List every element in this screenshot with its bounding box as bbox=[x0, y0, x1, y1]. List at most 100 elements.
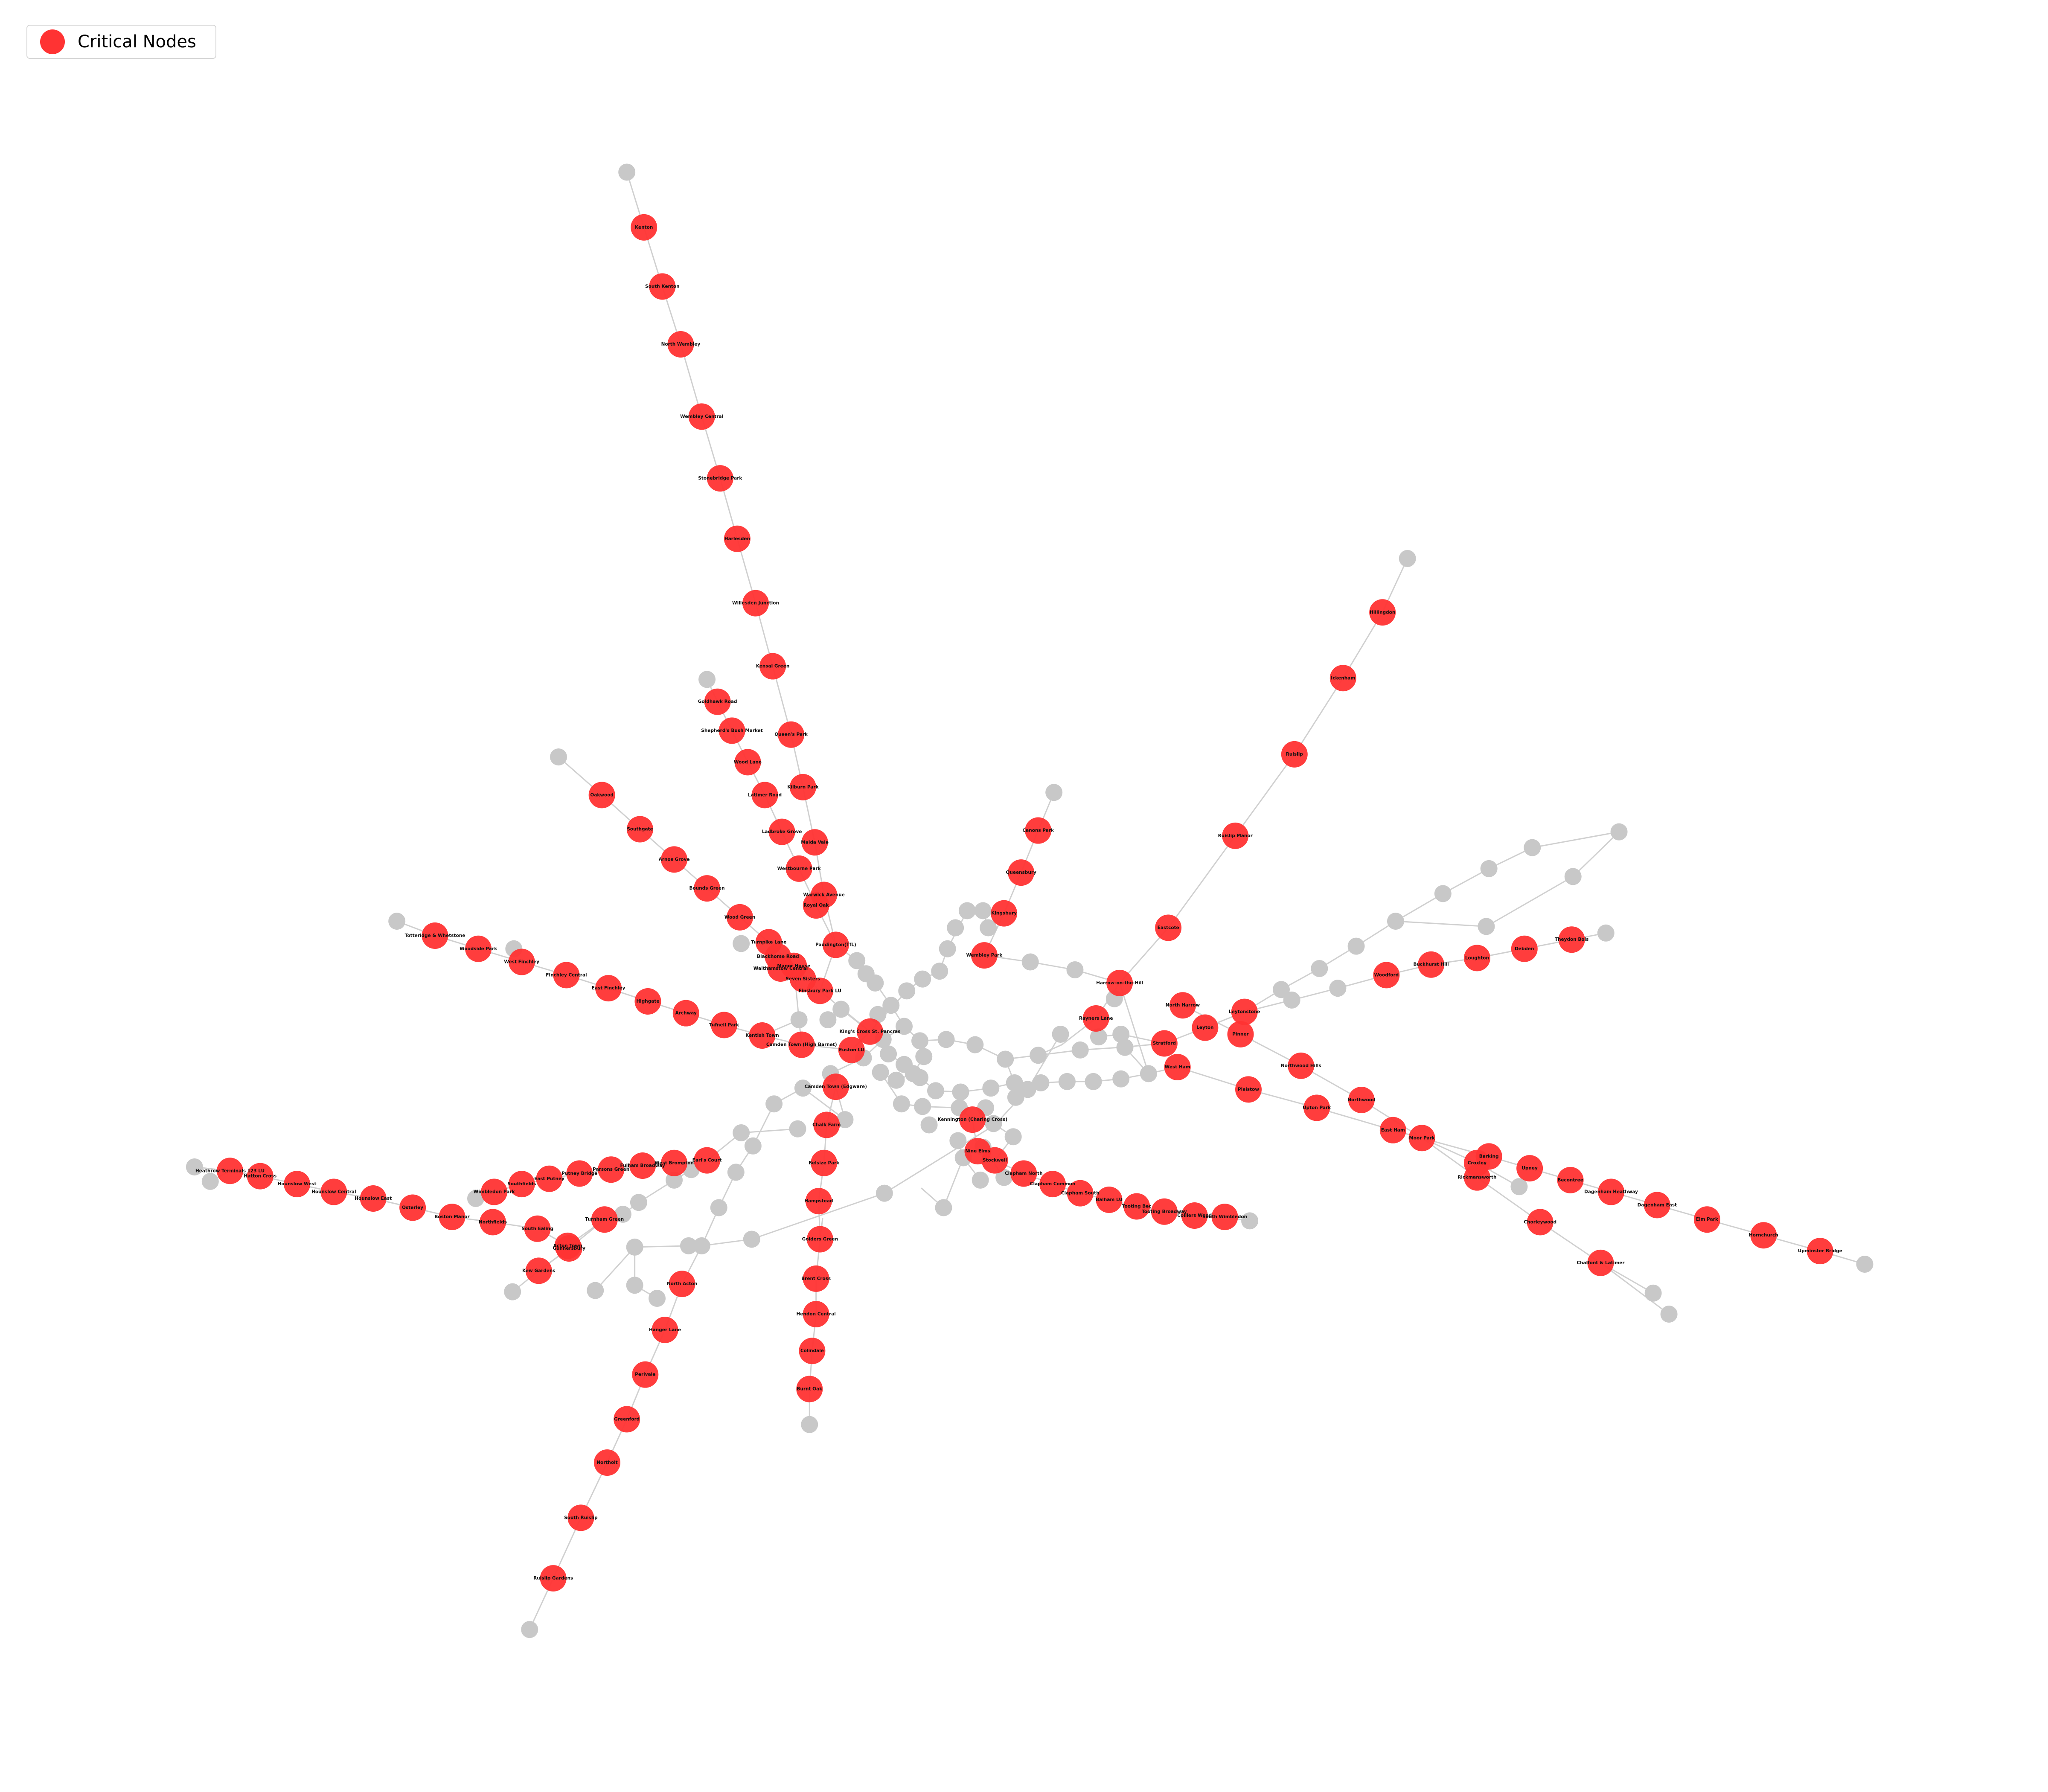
node-label: Euston LU bbox=[839, 1047, 864, 1053]
critical-node bbox=[959, 1106, 986, 1133]
critical-node bbox=[661, 846, 688, 873]
graph-edge bbox=[1600, 1262, 1670, 1315]
critical-node bbox=[711, 1012, 738, 1039]
critical-node bbox=[540, 1565, 567, 1592]
node-label: Queensbury bbox=[1006, 870, 1036, 875]
node-label: Northwood Hills bbox=[1281, 1063, 1321, 1068]
node-label: King's Cross St. Pancras bbox=[839, 1029, 900, 1034]
critical-node bbox=[1211, 1204, 1238, 1231]
node-label: South Kenton bbox=[645, 284, 680, 289]
non-critical-node bbox=[914, 970, 931, 988]
node-label: Oakwood bbox=[590, 792, 614, 797]
non-critical-node bbox=[997, 1050, 1014, 1068]
non-critical-node bbox=[867, 974, 884, 992]
node-label: Rickmansworth bbox=[1457, 1175, 1496, 1180]
critical-node bbox=[1373, 962, 1400, 989]
non-critical-node bbox=[1644, 1284, 1662, 1302]
non-critical-node bbox=[626, 1238, 643, 1256]
node-label: Kennington (Charing Cross) bbox=[937, 1117, 1007, 1122]
critical-node bbox=[1010, 1160, 1037, 1187]
node-label: Southfields bbox=[507, 1181, 536, 1187]
node-label: Wood Lane bbox=[734, 759, 762, 765]
critical-node bbox=[1192, 1014, 1219, 1041]
node-label: Highgate bbox=[636, 999, 659, 1004]
graph-edge bbox=[741, 1128, 798, 1134]
node-label: Hillingdon bbox=[1370, 610, 1395, 615]
non-critical-node bbox=[949, 1132, 967, 1149]
non-critical-node bbox=[880, 1045, 897, 1063]
node-label: Moor Park bbox=[1409, 1135, 1435, 1140]
non-critical-node bbox=[680, 1237, 697, 1254]
non-critical-node bbox=[927, 1082, 944, 1100]
node-label: Dagenham Heathway bbox=[1584, 1190, 1638, 1195]
node-label: Greenford bbox=[614, 1417, 640, 1422]
critical-node bbox=[566, 1160, 593, 1187]
critical-node bbox=[1516, 1155, 1543, 1182]
critical-node bbox=[801, 829, 828, 856]
node-label: East Putney bbox=[534, 1176, 564, 1181]
non-critical-node bbox=[201, 1172, 219, 1190]
node-label: Stockwell bbox=[983, 1158, 1007, 1163]
critical-node bbox=[1408, 1125, 1435, 1152]
critical-node bbox=[811, 1149, 838, 1176]
non-critical-node bbox=[587, 1282, 604, 1299]
critical-node bbox=[1025, 817, 1052, 844]
node-label: Royal Oak bbox=[803, 903, 829, 908]
non-critical-node bbox=[1311, 960, 1328, 977]
critical-node bbox=[704, 688, 731, 715]
node-label: Seven Sisters bbox=[785, 977, 820, 982]
non-critical-node bbox=[693, 1237, 710, 1254]
non-critical-node bbox=[649, 1290, 666, 1307]
node-label: Harrow-on-the-Hill bbox=[1096, 980, 1143, 986]
critical-node bbox=[1096, 1187, 1123, 1213]
critical-node bbox=[694, 1147, 721, 1174]
critical-node bbox=[1587, 1249, 1614, 1276]
node-label: Kenton bbox=[635, 225, 653, 230]
node-label: Debden bbox=[1515, 946, 1534, 951]
critical-node bbox=[803, 892, 829, 919]
node-label: Woodside Park bbox=[460, 946, 497, 951]
non-critical-node bbox=[388, 913, 406, 930]
node-label: Leyton bbox=[1196, 1025, 1213, 1030]
non-critical-node bbox=[710, 1199, 727, 1216]
node-label: Chorleywood bbox=[1524, 1219, 1556, 1225]
non-critical-node bbox=[947, 919, 964, 937]
legend-label: Critical Nodes bbox=[78, 32, 196, 52]
node-label: Kensal Green bbox=[756, 664, 790, 669]
node-label: Northolt bbox=[596, 1460, 618, 1465]
non-critical-node bbox=[1610, 823, 1628, 841]
non-critical-node bbox=[1030, 1047, 1047, 1064]
critical-node bbox=[284, 1171, 311, 1198]
node-label: North Harrow bbox=[1166, 1003, 1200, 1008]
critical-node bbox=[1288, 1052, 1315, 1079]
non-critical-node bbox=[1856, 1255, 1873, 1273]
critical-node bbox=[1222, 822, 1249, 849]
non-critical-node bbox=[1660, 1306, 1678, 1323]
non-critical-node bbox=[966, 1036, 984, 1053]
non-critical-node bbox=[1387, 913, 1404, 930]
node-label: Balham LU bbox=[1096, 1197, 1123, 1202]
non-critical-node bbox=[733, 935, 750, 952]
critical-node bbox=[661, 1149, 688, 1176]
non-critical-node bbox=[882, 997, 900, 1014]
non-critical-node bbox=[1434, 885, 1452, 902]
node-label: Ruislip Manor bbox=[1218, 833, 1253, 838]
non-critical-node bbox=[905, 1065, 922, 1082]
non-critical-node bbox=[869, 1006, 887, 1023]
node-label: Latimer Road bbox=[748, 792, 782, 797]
critical-node bbox=[785, 855, 812, 882]
node-label: Blackhorse Road bbox=[757, 954, 799, 959]
node-label: West Brompton bbox=[655, 1161, 694, 1166]
graph-edge bbox=[943, 1157, 964, 1208]
critical-node bbox=[1155, 914, 1182, 941]
node-label: Finsbury Park LU bbox=[799, 988, 841, 993]
non-critical-node bbox=[626, 1277, 643, 1294]
critical-node bbox=[838, 1036, 865, 1063]
non-critical-node bbox=[914, 1098, 931, 1115]
node-label: Dagenham East bbox=[1638, 1202, 1677, 1207]
node-label: Tufnell Park bbox=[709, 1022, 739, 1027]
node-label: Wembley Park bbox=[966, 953, 1003, 958]
critical-node bbox=[1369, 599, 1396, 626]
node-label: Tooting Broadway bbox=[1142, 1209, 1187, 1214]
